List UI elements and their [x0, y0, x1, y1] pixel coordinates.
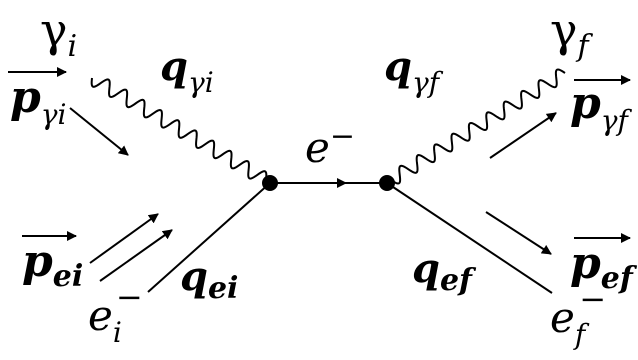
outgoing-photon-line: [390, 68, 566, 185]
label-p-ei: pei: [22, 236, 83, 294]
vertex-right: [379, 175, 395, 191]
label-p-ef: pef: [570, 238, 638, 296]
momentum-arrow-electron-out: [485, 211, 552, 255]
label-gamma-i: γi: [40, 3, 77, 64]
incoming-photon-line: [90, 77, 268, 181]
label-q-gamma-i: qγi: [160, 43, 214, 99]
incoming-electron-line: [147, 182, 271, 293]
label-q-gamma-f: qγf: [384, 43, 444, 99]
label-p-gamma-i: pγi: [10, 72, 66, 131]
label-gamma-f: γf: [550, 3, 594, 64]
outgoing-electron-line: [386, 182, 553, 294]
label-e-f: ef−: [550, 280, 606, 351]
momentum-arrow-photon-in: [69, 107, 129, 156]
label-e-i: ei−: [88, 278, 143, 349]
label-p-gamma-f: pγf: [570, 78, 633, 137]
momentum-arrow-electron-in-1: [89, 213, 159, 264]
label-electron-internal: e−: [305, 119, 355, 172]
vertex-left: [262, 175, 278, 191]
label-q-ef: qef: [412, 245, 477, 298]
label-q-ei: qei: [180, 253, 238, 306]
momentum-arrow-photon-out: [489, 112, 557, 159]
momentum-arrow-electron-in-2: [99, 229, 173, 282]
